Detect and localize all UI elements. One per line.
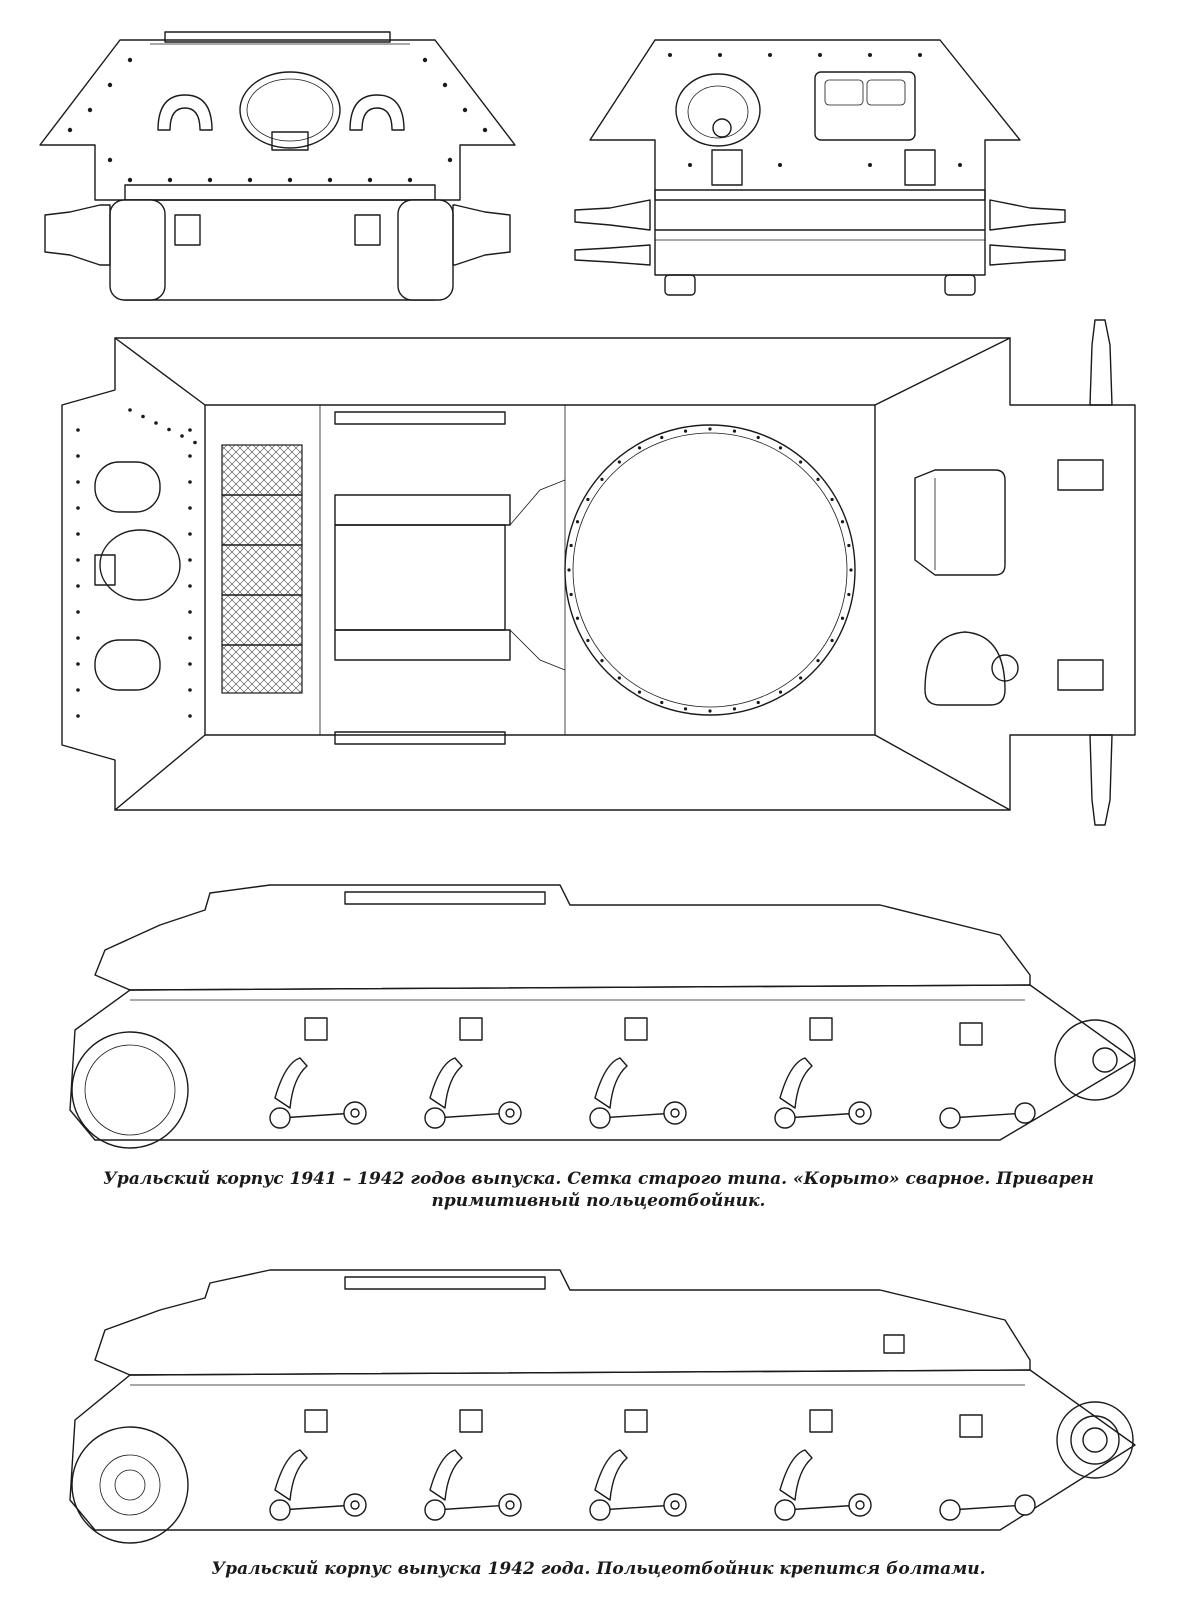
caption-1: Уральский корпус 1941 – 1942 годов выпус…: [0, 1168, 1197, 1212]
rear-view: [574, 39, 1066, 296]
caption-2-line-1: Уральский корпус выпуска 1942 года. Поль…: [211, 1559, 986, 1579]
top-view: [61, 319, 1136, 826]
side-view-1941: [69, 884, 1136, 1149]
caption-2: Уральский корпус выпуска 1942 года. Поль…: [0, 1558, 1197, 1580]
caption-1-line-1: Уральский корпус 1941 – 1942 годов выпус…: [103, 1169, 1094, 1189]
front-view: [39, 31, 516, 301]
caption-1-line-2: примитивный польцеотбойник.: [431, 1191, 766, 1211]
side-view-1942: [69, 1269, 1136, 1544]
